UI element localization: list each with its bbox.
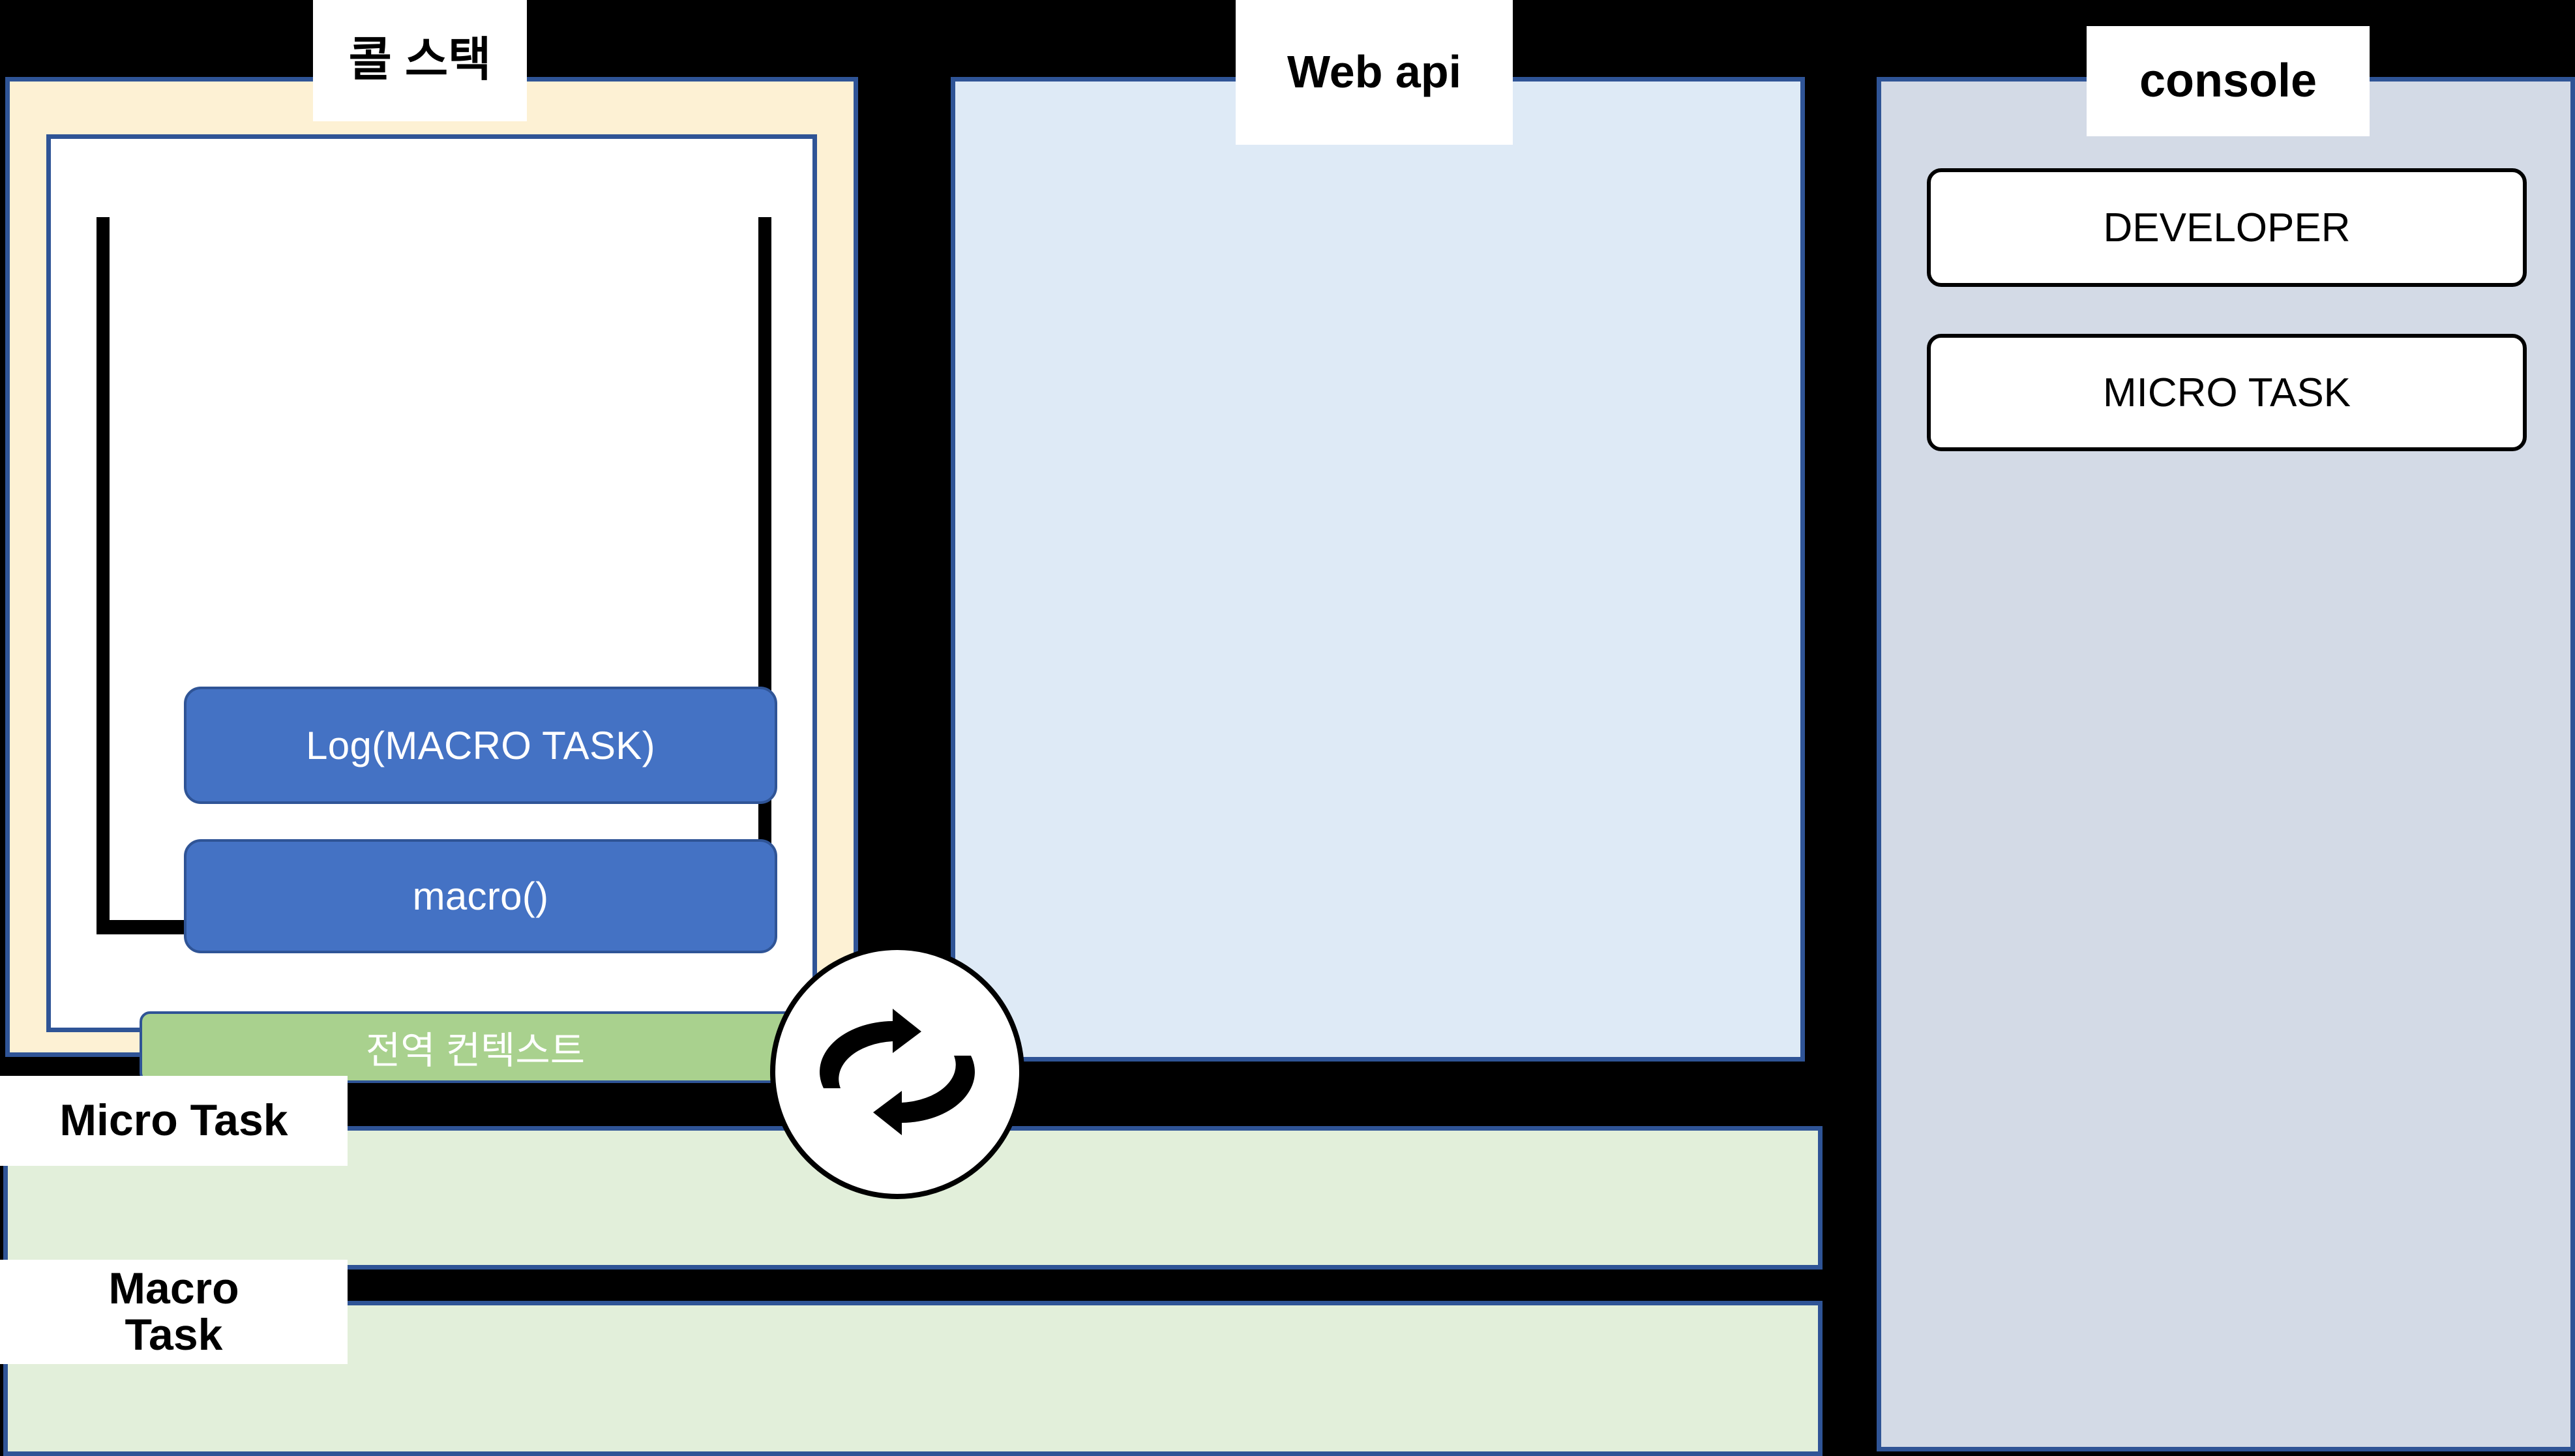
refresh-cycle-icon [809, 990, 985, 1153]
macro-task-title-tag: Macro Task [0, 1260, 348, 1364]
global-context-box[interactable]: 전역 컨텍스트 [140, 1011, 811, 1083]
console-panel [1877, 77, 2575, 1451]
web-api-panel [951, 77, 1805, 1062]
web-api-title-tag: Web api [1236, 0, 1513, 145]
console-entry-micro-task[interactable]: MICRO TASK [1927, 334, 2527, 451]
macro-task-title-line1: Macro [108, 1263, 239, 1313]
console-entry-developer[interactable]: DEVELOPER [1927, 168, 2527, 287]
call-stack-inner-area: Log(MACRO TASK) macro() 전역 컨텍스트 [46, 134, 817, 1083]
call-stack-panel: Log(MACRO TASK) macro() 전역 컨텍스트 [5, 77, 858, 1083]
console-title-tag: console [2087, 26, 2370, 136]
macro-task-title-line2: Task [125, 1310, 223, 1359]
call-stack-title-tag: 콜 스택 [313, 0, 527, 121]
call-stack-frame-log[interactable]: Log(MACRO TASK) [184, 687, 777, 804]
micro-task-title-tag: Micro Task [0, 1076, 348, 1166]
call-stack-frame-macro[interactable]: macro() [184, 839, 777, 953]
call-stack-well [97, 217, 771, 934]
event-loop-circle [770, 945, 1024, 1199]
